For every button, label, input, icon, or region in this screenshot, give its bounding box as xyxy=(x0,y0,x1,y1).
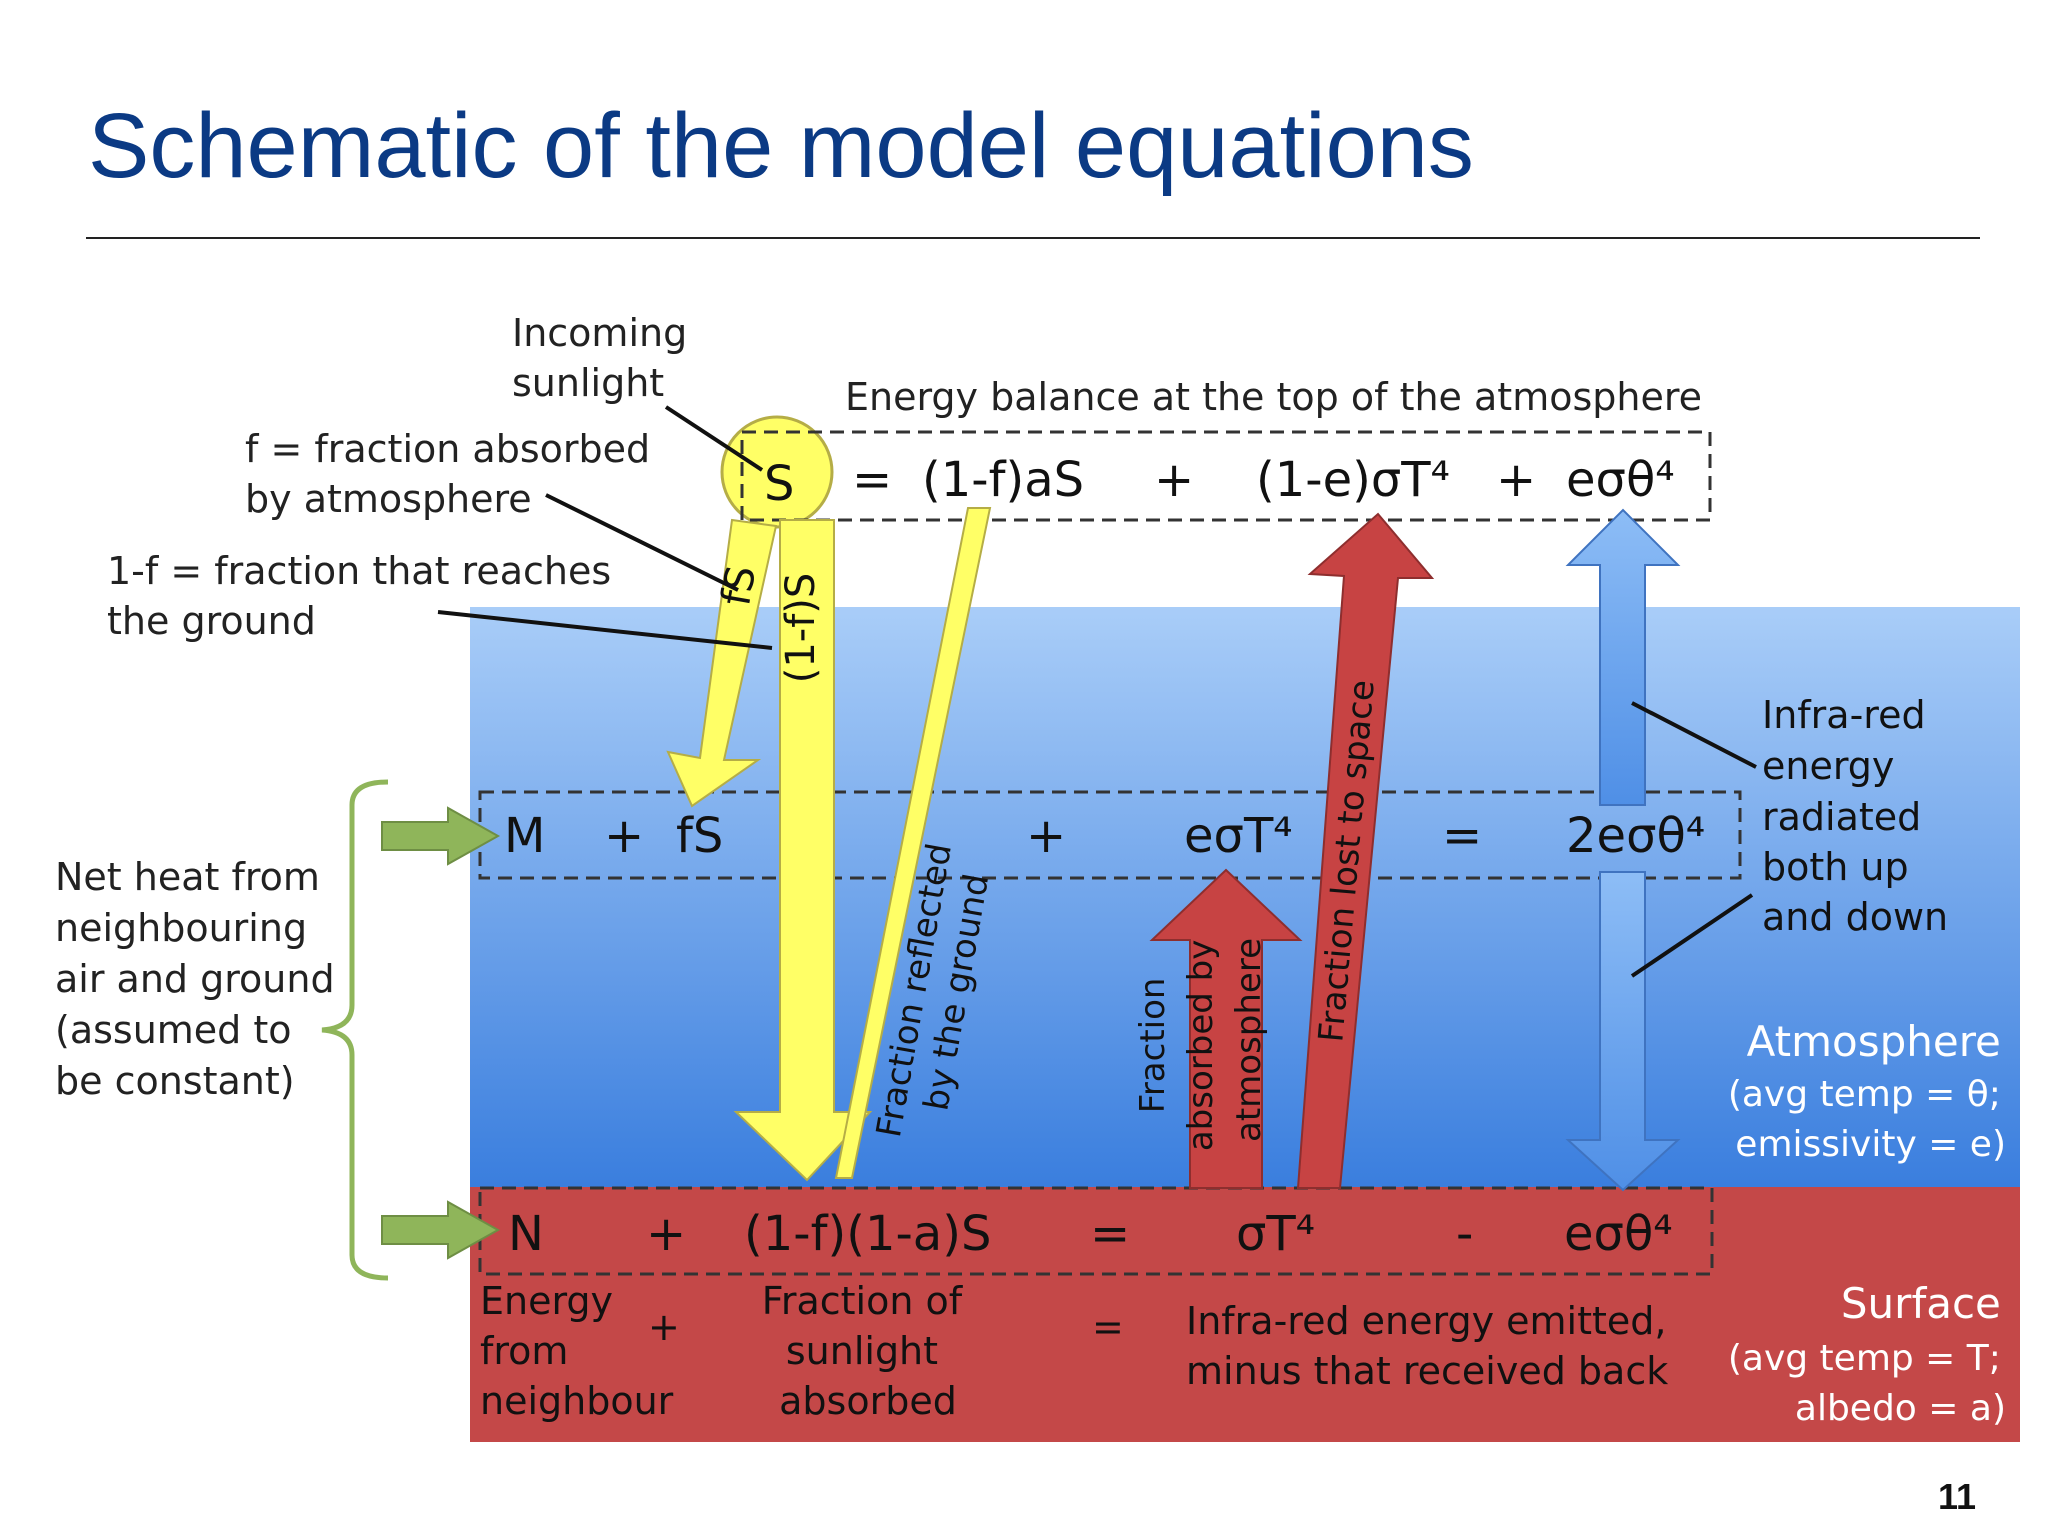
onef-leader xyxy=(437,610,773,650)
surface-layer xyxy=(470,1187,2020,1442)
surface-layer-label: Surface (avg temp = T; albedo = a) xyxy=(1728,1279,2006,1429)
lost-to-space-arrow xyxy=(1296,512,1435,1189)
page-number: 11 xyxy=(1938,1476,1977,1517)
ir-down-arrow xyxy=(1565,871,1681,1192)
top-plus2: + xyxy=(1496,452,1536,508)
ir-leader-lower xyxy=(1630,893,1754,978)
neighbour-surface-arrow xyxy=(381,1200,501,1260)
atmos-term3: 2eσθ⁴ xyxy=(1566,808,1705,864)
reflected-arrow xyxy=(834,507,992,1179)
energy-from-neighbour-label: Energy from neighbour xyxy=(480,1279,674,1423)
atmos-term1: fS xyxy=(676,808,723,864)
surface-term3: eσθ⁴ xyxy=(1564,1206,1673,1262)
top-equation: = (1-f)aS + (1-e)σT⁴ + eσθ⁴ xyxy=(852,452,1675,508)
top-plus1: + xyxy=(1154,452,1194,508)
ir-radiated-label: Infra-red energy radiated both up and do… xyxy=(1762,693,1948,939)
fs-arrow-label: fS xyxy=(713,562,765,609)
ir-up-arrow xyxy=(1565,508,1681,806)
atmos-m: M xyxy=(504,808,545,864)
slide-title: Schematic of the model equations xyxy=(88,95,1474,197)
surface-equation: N + (1-f)(1-a)S = σT⁴ - eσθ⁴ xyxy=(508,1206,1673,1262)
sun-symbol: S xyxy=(764,456,794,512)
top-eq-sign: = xyxy=(852,452,892,508)
surface-term1: (1-f)(1-a)S xyxy=(744,1206,991,1262)
surface-n: N xyxy=(508,1206,544,1262)
top-term2: (1-e)σT⁴ xyxy=(1256,452,1450,508)
atmosphere-layer-label: Atmosphere (avg temp = θ; emissivity = e… xyxy=(1728,1017,2006,1165)
atmosphere-equation: M + fS + eσT⁴ = 2eσθ⁴ xyxy=(504,808,1705,864)
top-term1: (1-f)aS xyxy=(922,452,1084,508)
surface-eq-sign: = xyxy=(1090,1206,1130,1262)
atmos-eq-sign: = xyxy=(1442,808,1482,864)
surface-desc-plus: + xyxy=(648,1305,680,1349)
f-leader xyxy=(545,493,739,592)
top-equation-box xyxy=(740,430,1712,522)
ir-leader-upper xyxy=(1631,701,1757,769)
one-minus-f-label: 1-f = fraction that reaches the ground xyxy=(107,549,623,643)
atmos-term2: eσT⁴ xyxy=(1184,808,1293,864)
surface-term2: σT⁴ xyxy=(1236,1206,1315,1262)
surface-plus1: + xyxy=(646,1206,686,1262)
incoming-sunlight-label: Incoming sunlight xyxy=(512,311,699,405)
net-heat-label: Net heat from neighbouring air and groun… xyxy=(55,855,347,1103)
atmos-plus1: + xyxy=(604,808,644,864)
absorbed-label: Fraction absorbed by atmosphere xyxy=(1133,929,1269,1151)
surface-desc-eq: = xyxy=(1092,1305,1124,1349)
sun-icon xyxy=(720,415,834,529)
atmos-plus2: + xyxy=(1026,808,1066,864)
net-heat-bracket xyxy=(321,779,389,1281)
title-divider xyxy=(86,237,1980,239)
top-balance-label: Energy balance at the top of the atmosph… xyxy=(845,375,1702,419)
f-fraction-label: f = fraction absorbed by atmosphere xyxy=(245,427,662,521)
one-minus-f-s-arrow xyxy=(733,519,873,1182)
surface-minus: - xyxy=(1456,1206,1473,1262)
fraction-absorbed-label: Fraction of sunlight absorbed xyxy=(762,1279,974,1423)
top-term3: eσθ⁴ xyxy=(1566,452,1675,508)
one-minus-f-s-label: (1-f)S xyxy=(778,573,824,684)
ir-emitted-label: Infra-red energy emitted, minus that rec… xyxy=(1186,1299,1679,1393)
fs-arrow xyxy=(666,518,778,808)
absorbed-arrow xyxy=(1149,868,1303,1189)
neighbour-atmos-arrow xyxy=(381,806,501,866)
incoming-leader xyxy=(664,405,764,472)
surface-equation-box xyxy=(478,1186,1714,1276)
